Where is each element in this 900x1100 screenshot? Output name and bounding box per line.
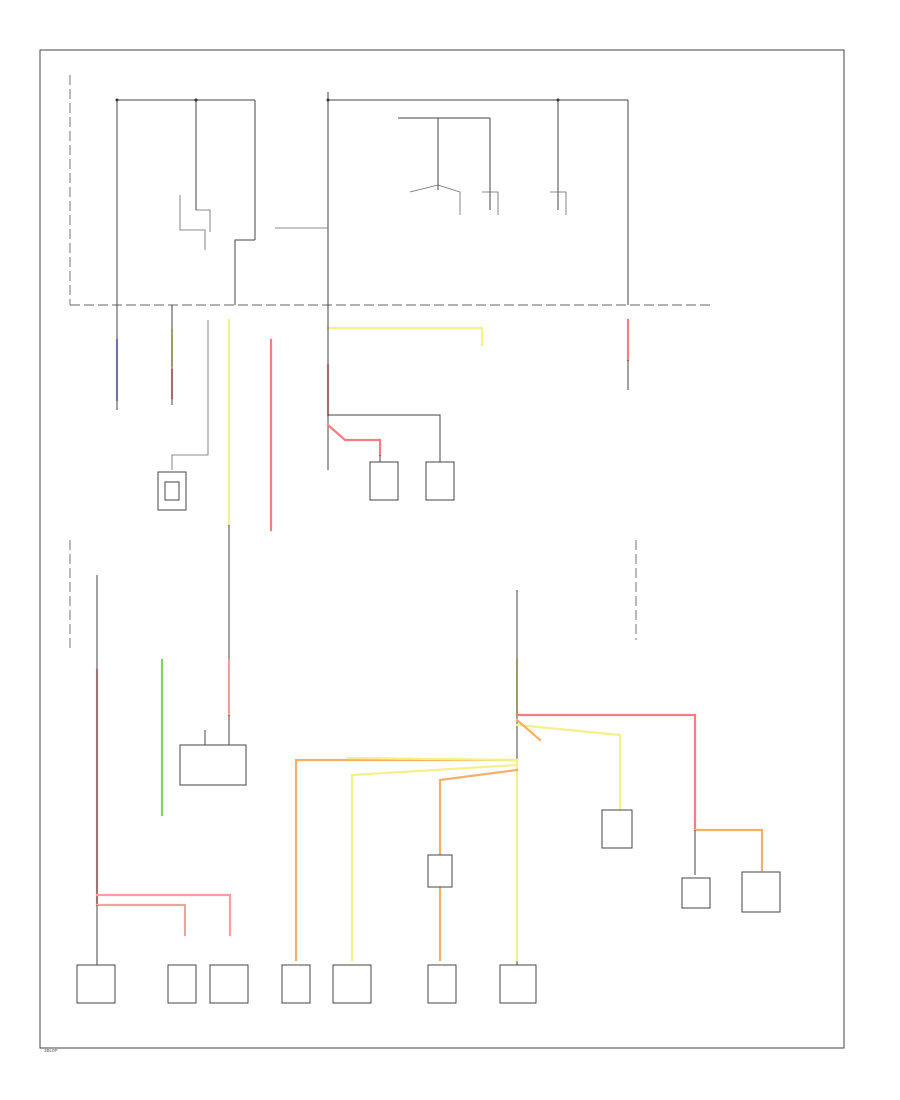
component-bottom-6 <box>427 964 457 1004</box>
wire-orange-1 <box>294 758 519 962</box>
wire-yellow-2 <box>346 756 519 762</box>
fuse-box-right <box>275 92 629 305</box>
resistor-box <box>427 854 453 888</box>
wire-yellow-1 <box>350 763 519 962</box>
wire-orange-2 <box>438 768 519 962</box>
component-bottom-2 <box>167 964 197 1004</box>
wire-orange-right <box>693 828 764 872</box>
wire-pink-branch-1 <box>95 903 187 937</box>
wire-yellow-junction-2 <box>515 723 622 812</box>
component-bottom-5 <box>332 964 372 1004</box>
component-module-center <box>425 461 455 501</box>
wire-black-branch <box>328 414 441 440</box>
wire-yellow-branch <box>326 326 484 347</box>
wire-gray-blower <box>171 320 209 470</box>
wire-red-junction <box>515 713 697 832</box>
component-bottom-7 <box>499 964 537 1004</box>
wire-pink-branch-2 <box>95 893 232 937</box>
component-right-2 <box>681 877 711 909</box>
component-bottom-3 <box>209 964 249 1004</box>
wire-red-branch <box>326 423 382 457</box>
component-data-connector <box>369 461 399 501</box>
component-right-1 <box>601 809 633 849</box>
wire-orange-junction <box>515 718 542 742</box>
wire-relay <box>204 715 230 745</box>
diagram-frame <box>39 49 845 1049</box>
component-bottom-4 <box>281 964 311 1004</box>
blower-motor-inner <box>164 481 180 501</box>
component-right-3 <box>741 871 781 913</box>
component-bottom-1 <box>76 964 116 1004</box>
page-id-label: 3BL0P <box>44 1048 58 1053</box>
fuse-box-left <box>115 98 256 305</box>
relay-box <box>179 744 247 786</box>
